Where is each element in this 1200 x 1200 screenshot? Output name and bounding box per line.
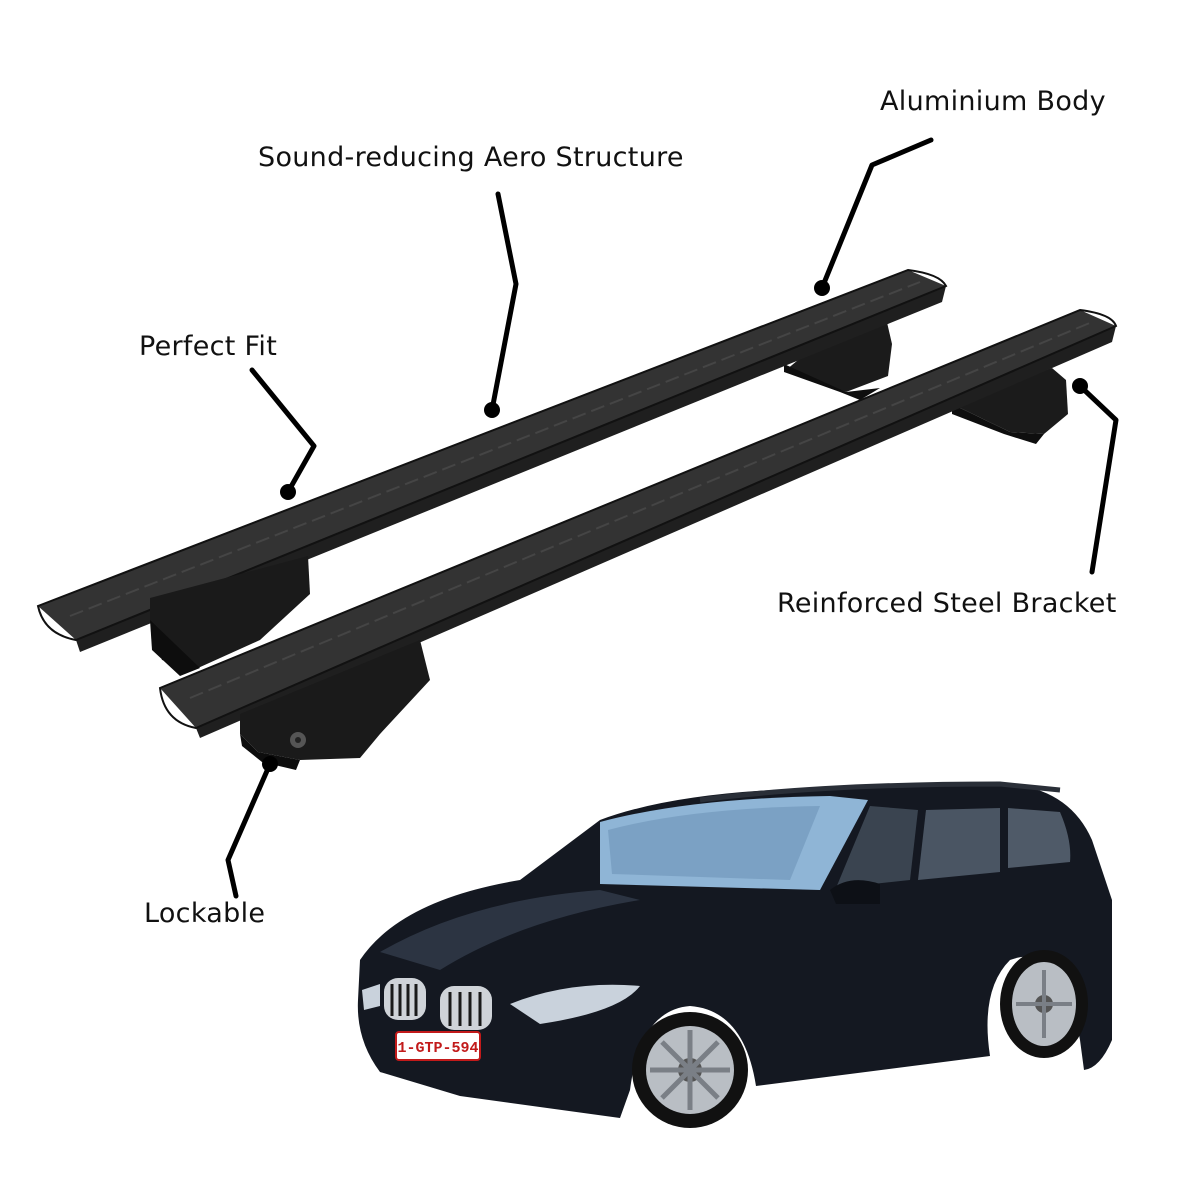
roof-bar-front <box>158 308 1118 770</box>
callout-dot-aluminium-icon <box>814 280 830 296</box>
callout-line-steel <box>1077 383 1119 575</box>
front-wheel <box>632 1012 748 1128</box>
callout-line-aero <box>489 191 519 413</box>
roof-bar-rear <box>36 268 948 676</box>
callout-dot-fit-icon <box>280 484 296 500</box>
car-photo <box>357 781 1112 1128</box>
callout-dot-steel-icon <box>1072 378 1088 394</box>
feature-label-aero-structure: Sound-reducing Aero Structure <box>258 142 684 173</box>
feature-label-aluminium-body: Aluminium Body <box>880 86 1106 117</box>
callout-line-aluminium <box>819 137 934 291</box>
callout-dot-lockable-icon <box>262 756 278 772</box>
feature-label-perfect-fit: Perfect Fit <box>139 331 278 362</box>
callout-lines <box>225 137 1119 899</box>
feature-label-lockable: Lockable <box>144 898 266 929</box>
callout-line-lockable <box>225 761 273 899</box>
callout-dot-aero-icon <box>484 402 500 418</box>
feature-label-steel-bracket: Reinforced Steel Bracket <box>777 588 1117 619</box>
license-plate <box>395 1031 481 1061</box>
rear-wheel <box>1000 950 1088 1058</box>
callout-dots <box>262 280 1088 772</box>
callout-line-fit <box>249 367 317 495</box>
